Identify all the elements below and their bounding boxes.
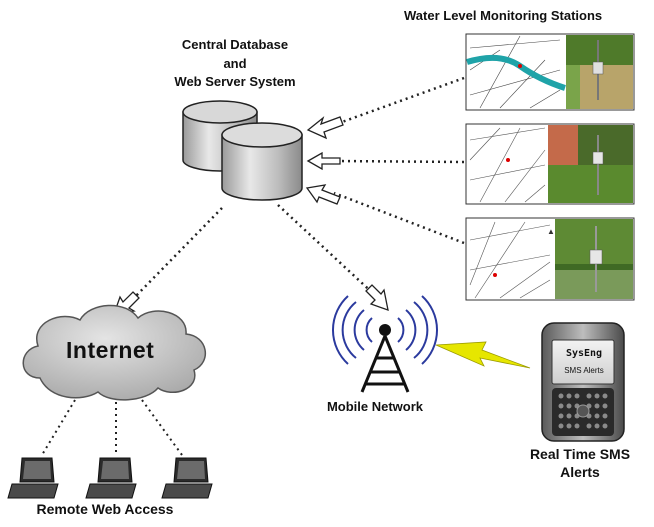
remote-access-label: Remote Web Access [36, 501, 174, 517]
station-2-image [465, 123, 635, 205]
svg-text:▲: ▲ [547, 227, 555, 236]
mobile-network-label: Mobile Network [326, 399, 424, 414]
station-links [131, 76, 465, 301]
antenna-tower-icon [331, 295, 439, 393]
internet-label: Internet [66, 337, 155, 363]
station-1-image [465, 33, 635, 111]
database-label-line1: Central Database [181, 37, 289, 52]
smartphone-icon [541, 322, 625, 442]
station-3-image: ▲ [465, 217, 635, 301]
database-label-line3: Web Server System [174, 74, 296, 89]
database-label-line2: and [223, 56, 247, 71]
lightning-bolt-icon [435, 341, 531, 369]
sms-label-line1: Real Time SMS [529, 446, 631, 462]
phone-screen-line1: SysEng [565, 348, 603, 359]
internet-links [41, 399, 183, 456]
database-icon [182, 100, 303, 201]
phone-screen-line2: SMS Alerts [564, 366, 604, 375]
internet-cloud-icon [22, 304, 207, 401]
sms-label-line2: Alerts [560, 464, 600, 480]
laptop-icon [161, 457, 213, 499]
stations-title: Water Level Monitoring Stations [404, 8, 603, 23]
laptop-icon [7, 457, 59, 499]
laptop-icon [85, 457, 137, 499]
